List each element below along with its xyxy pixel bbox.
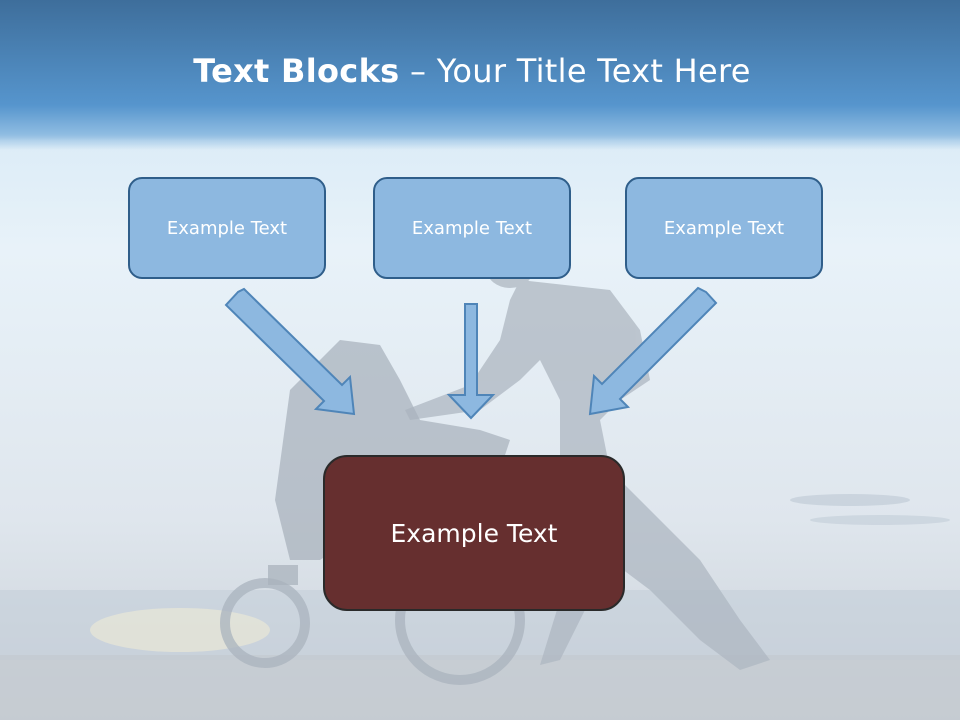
center-text-block-label: Example Text [390,518,558,548]
text-block-2-label: Example Text [411,217,533,239]
text-block-1-label: Example Text [166,217,288,239]
arrow-center [446,303,496,420]
arrow-right [588,286,718,416]
text-block-2: Example Text [373,177,571,279]
arrow-left [224,287,356,416]
center-text-block: Example Text [323,455,625,611]
text-block-3-label: Example Text [663,217,785,239]
text-block-3: Example Text [625,177,823,279]
page-title: Text Blocks – Your Title Text Here [0,52,944,90]
title-bold: Text Blocks [193,52,400,90]
header-band [0,0,960,150]
text-block-1: Example Text [128,177,326,279]
title-rest: – Your Title Text Here [399,52,751,90]
